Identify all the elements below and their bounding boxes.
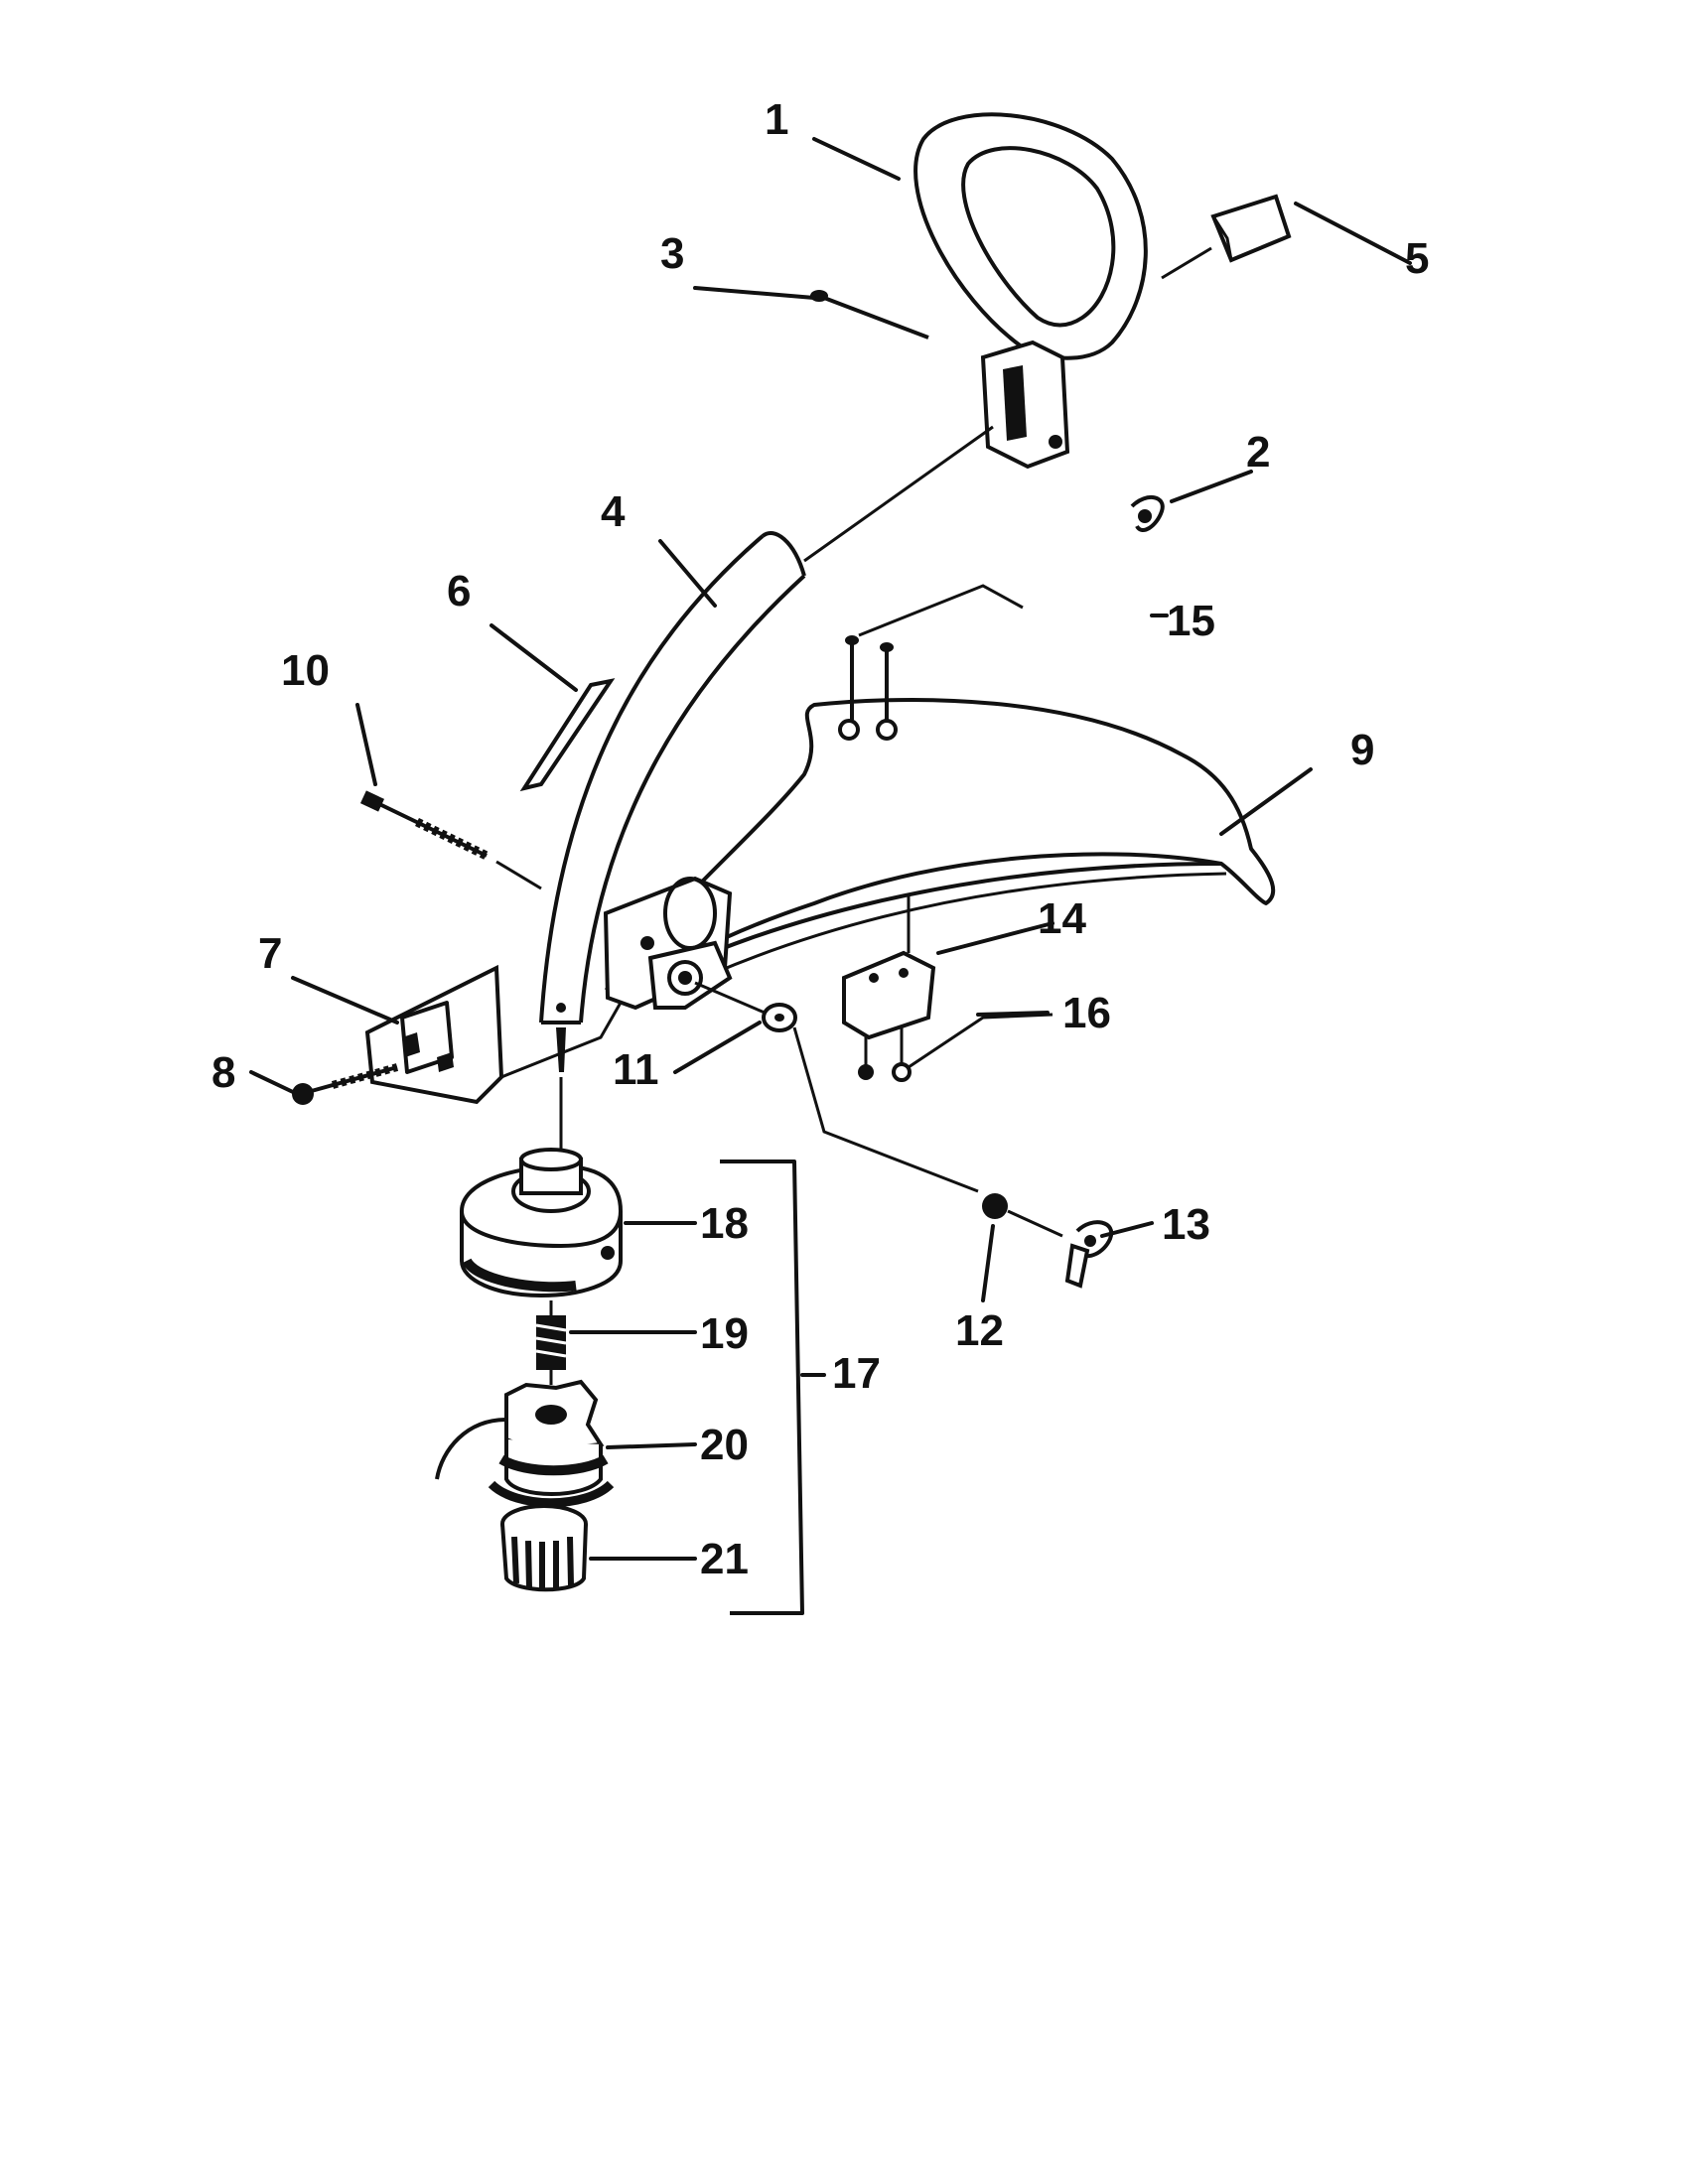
line-spool <box>435 1379 697 1508</box>
callout-1: 1 <box>765 95 788 144</box>
callout-15: 15 <box>1167 597 1215 645</box>
callout-13: 13 <box>1162 1200 1210 1249</box>
callout-2: 2 <box>1246 428 1270 477</box>
loop-handle <box>913 112 1148 360</box>
callout-17: 17 <box>832 1349 881 1398</box>
wing-nut-shield <box>1007 1209 1114 1289</box>
handle-grip-tube <box>1161 194 1292 280</box>
callout-10: 10 <box>281 646 330 695</box>
shield-block <box>842 893 936 1040</box>
handle-clamp <box>980 340 1070 470</box>
grass-shield <box>603 698 1276 1011</box>
spool-housing <box>460 1148 697 1298</box>
callout-14: 14 <box>1038 894 1086 943</box>
callout-4: 4 <box>601 487 626 536</box>
callout-19: 19 <box>700 1309 749 1358</box>
handle-bolt <box>810 290 929 340</box>
callout-5: 5 <box>1405 234 1429 283</box>
shroud-bolt <box>359 790 542 890</box>
callout-8: 8 <box>211 1048 235 1097</box>
callout-12: 12 <box>955 1306 1004 1355</box>
callout-7: 7 <box>258 929 282 978</box>
callout-9: 9 <box>1350 726 1374 774</box>
spool-spring <box>535 1300 697 1385</box>
assembly-bracket <box>720 1160 804 1615</box>
callout-11: 11 <box>613 1045 659 1094</box>
shaft-label <box>519 678 616 792</box>
callout-3: 3 <box>660 229 684 278</box>
callout-16: 16 <box>1062 989 1111 1037</box>
callout-18: 18 <box>700 1199 749 1248</box>
hex-nut <box>792 1026 1008 1219</box>
bracket-screw <box>292 1063 399 1105</box>
washer <box>694 981 797 1032</box>
callout-6: 6 <box>447 567 471 615</box>
callout-20: 20 <box>700 1421 749 1469</box>
wing-nut <box>1130 495 1165 532</box>
shield-screws <box>845 584 1024 720</box>
callout-21: 21 <box>700 1535 749 1583</box>
spool-knob <box>500 1504 697 1592</box>
block-nuts <box>858 1013 1053 1082</box>
curved-shaft <box>539 425 994 1072</box>
